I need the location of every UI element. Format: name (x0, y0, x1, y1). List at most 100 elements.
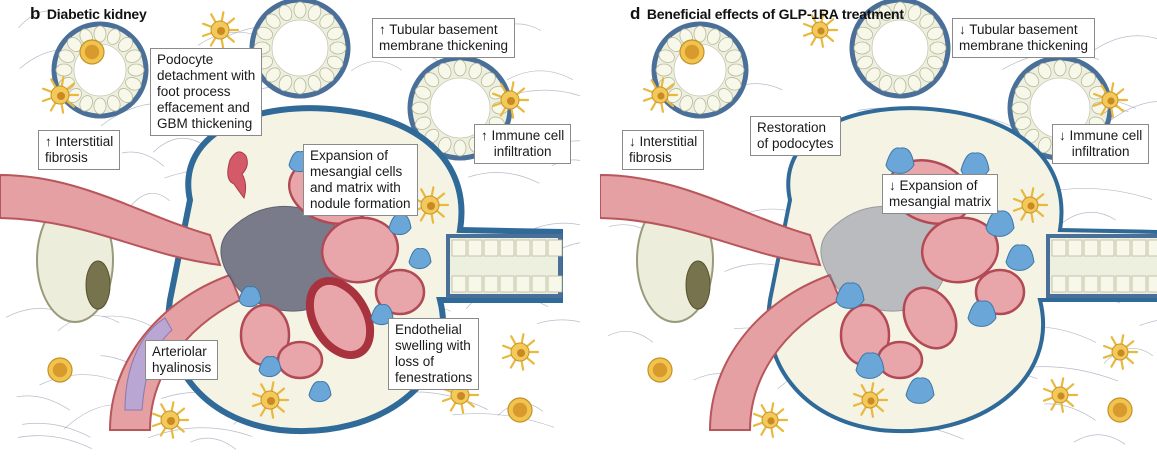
tubule-epithelial-cell (467, 275, 483, 293)
afferent-arteriole (600, 173, 822, 267)
tubule-epithelial-cell (531, 275, 547, 293)
interstitial-fiber (18, 10, 69, 29)
immune-cell-nucleus (1057, 392, 1065, 400)
tubule-epithelial-cell (725, 77, 742, 91)
tubule-epithelial-cell (1131, 275, 1147, 293)
tubule-epithelial-cell (1037, 136, 1052, 154)
panel-title-text-b: Diabetic kidney (46, 6, 147, 22)
interstitial-fiber (22, 422, 91, 438)
tubule-epithelial-cell (278, 4, 293, 22)
tubule-epithelial-cell (467, 239, 483, 257)
panel-title-text-d: Beneficial effects of GLP-1RA treatment (646, 6, 904, 22)
callout-immune-infiltration-down: ↓ Immune cell infiltration (1052, 124, 1150, 164)
interstitial-fiber (350, 60, 402, 72)
tubule-epithelial-cell (414, 85, 432, 100)
lymphocyte-nucleus (652, 362, 668, 378)
immune-cell-nucleus (266, 396, 276, 406)
callout-tubular-membrane-up: ↑ Tubular basement membrane thickening (372, 18, 516, 58)
interstitial-fiber (1105, 101, 1157, 125)
tubule-epithelial-cell (926, 55, 944, 70)
tubule-epithelial-cell (118, 88, 133, 103)
lymphocyte-nucleus (52, 362, 68, 378)
tubule-epithelial-cell (531, 239, 547, 257)
tubule-epithelial-cell (878, 74, 893, 92)
tubule-epithelial-cell (1053, 59, 1067, 77)
tubule-epithelial-cell (1099, 275, 1115, 293)
tubule-epithelial-cell (293, 77, 307, 95)
interstitial-fiber (128, 193, 170, 209)
tubule-epithelial-cell (1147, 275, 1157, 293)
interstitial-fiber (121, 151, 165, 167)
glomerular-capillary-loop (276, 340, 324, 380)
tubule-epithelial-cell (319, 13, 335, 29)
immune-cell-nucleus (1107, 97, 1115, 105)
tubule-epithelial-cell (437, 62, 452, 80)
tubule-lumen (871, 19, 929, 77)
interstitial-fiber (536, 319, 580, 325)
immune-cell-nucleus (767, 417, 775, 425)
tubule-epithelial-cell (307, 74, 322, 92)
tubule-epithelial-cell (1067, 275, 1083, 293)
tubule-epithelial-cell (515, 275, 531, 293)
glomerular-capillary-loop (320, 216, 400, 284)
tubule-lumen (271, 19, 329, 77)
tubule-epithelial-cell (1083, 275, 1099, 293)
immune-cell-nucleus (516, 348, 526, 358)
podocyte (835, 282, 865, 309)
tubule-epithelial-cell (480, 72, 496, 88)
interstitial-fiber (1058, 211, 1116, 226)
tubule-epithelial-cell (118, 37, 133, 52)
tubule-epithelial-cell (107, 28, 121, 45)
immune-cell-nucleus (1117, 349, 1125, 357)
tubule-epithelial-cell (693, 97, 707, 115)
interstitial-fiber (1139, 319, 1157, 326)
tubule-epithelial-cell (853, 41, 871, 55)
interstitial-fiber (148, 427, 253, 439)
tubule-epithelial-cell (1051, 239, 1067, 257)
callout-interstitial-fibrosis-down: ↓ Interstitial fibrosis (622, 130, 705, 170)
tubule-epithelial-cell (1067, 239, 1083, 257)
tubule-epithelial-cell (278, 74, 293, 92)
interstitial-fiber (39, 374, 123, 386)
diabetic-kidney-illustration (0, 0, 580, 450)
macula-densa (685, 260, 711, 310)
podocyte (1005, 244, 1035, 271)
interstitial-fiber (412, 391, 488, 410)
interstitial-fiber (1103, 348, 1154, 364)
tubule-epithelial-cell (329, 41, 347, 55)
tubule-epithelial-cell (1080, 72, 1096, 88)
interstitial-fiber (452, 413, 555, 428)
interstitial-fiber (507, 70, 574, 81)
tubule-epithelial-cell (907, 4, 922, 22)
tubule-epithelial-cell (93, 97, 107, 115)
detached-podocyte (227, 151, 248, 200)
podocyte (408, 248, 432, 270)
tubule-epithelial-cell (499, 239, 515, 257)
interstitial-fiber (16, 395, 70, 411)
tubule-epithelial-cell (893, 77, 907, 95)
tubule-epithelial-cell (307, 4, 322, 22)
glomerular-capillary-loop (920, 216, 1000, 284)
tubule-epithelial-cell (424, 72, 440, 88)
tubule-epithelial-cell (907, 74, 922, 92)
tubule-epithelial-cell (919, 67, 935, 83)
tubule-epithelial-cell (658, 49, 675, 63)
tubule-epithelial-cell (725, 49, 742, 63)
tubule-epithelial-cell (125, 77, 142, 91)
immune-cell-nucleus (1027, 202, 1035, 210)
macula-densa (85, 260, 111, 310)
callout-mesangial-matrix-down: ↓ Expansion of mesangial matrix (882, 174, 999, 214)
tubule-epithelial-cell (707, 95, 721, 112)
tubule-lumen (429, 77, 491, 139)
glomerular-capillary-loop (902, 286, 958, 350)
tubule-epithelial-cell (727, 63, 745, 77)
interstitial-fiber (190, 437, 237, 450)
panel-title-d: d Beneficial effects of GLP-1RA treatmen… (630, 4, 904, 24)
tubule-epithelial-cell (55, 63, 73, 77)
tubule-epithelial-cell (865, 67, 881, 83)
tubule-epithelial-cell (547, 239, 563, 257)
interstitial-fiber (467, 172, 540, 184)
tubule-epithelial-cell (468, 62, 483, 80)
podocyte (258, 356, 282, 378)
tubule-epithelial-cell (293, 1, 307, 19)
